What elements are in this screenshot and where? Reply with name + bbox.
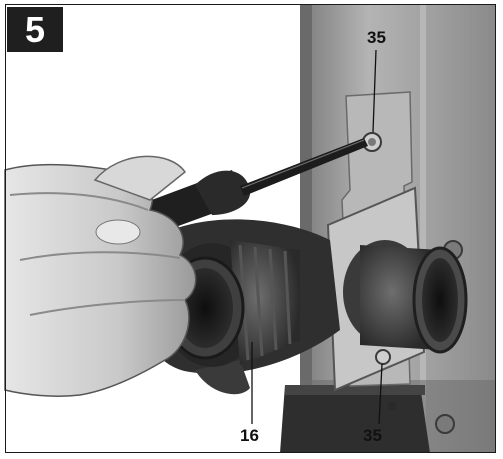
hand: [4, 155, 197, 397]
callout-label-nozzle: 16: [240, 426, 259, 445]
callout-label-bottom-screw: 35: [363, 426, 382, 445]
callout-label-top-screw: 35: [367, 28, 386, 47]
bottom-screw: [375, 349, 391, 365]
callout-lines: [251, 49, 383, 425]
step-number-badge: 5: [7, 7, 63, 52]
outlet-tube: [343, 240, 468, 354]
